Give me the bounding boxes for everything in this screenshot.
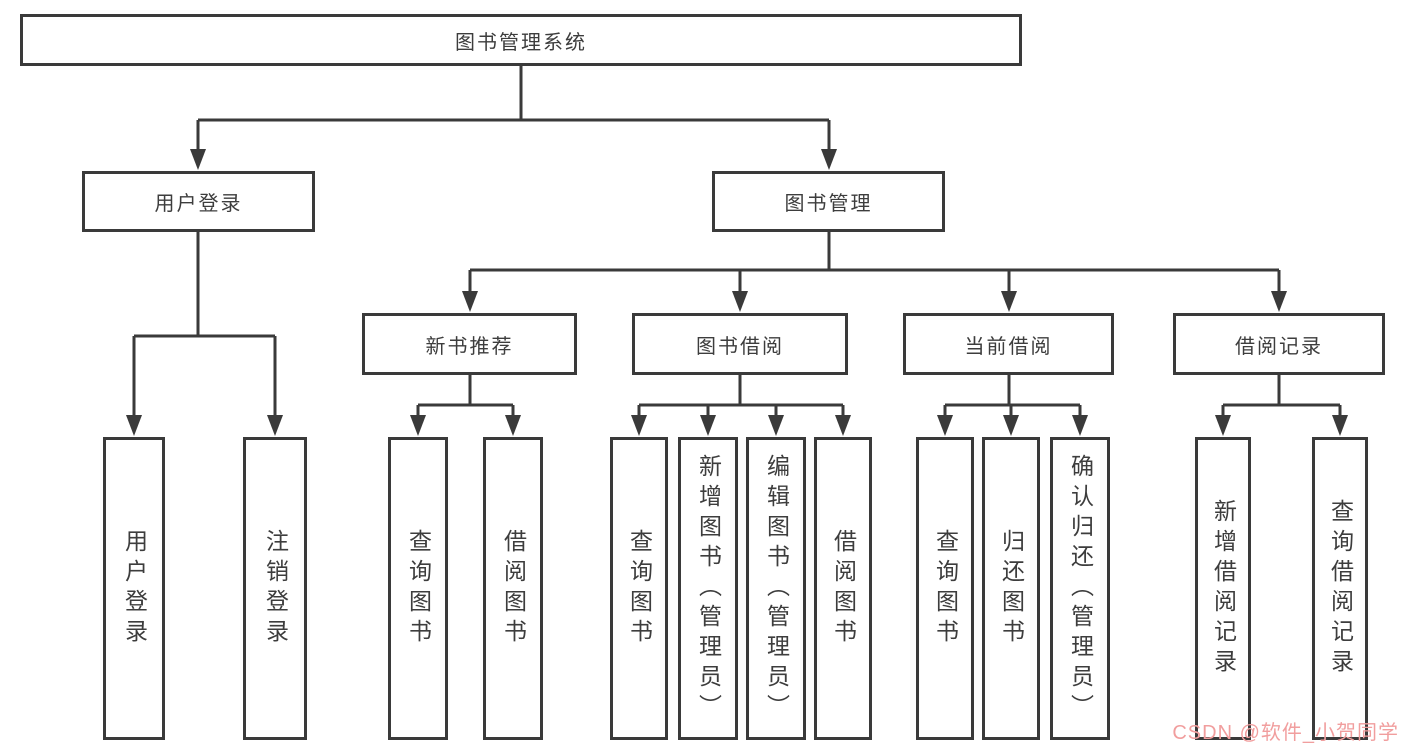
- node-book-management-label: 图书管理: [784, 193, 873, 215]
- leaf-borrow-books: 借阅图书: [814, 437, 872, 740]
- leaf-confirm-return-admin: 确认归还（管理员）: [1050, 437, 1110, 740]
- leaf-return-books: 归还图书: [982, 437, 1040, 740]
- leaf-query-books-borrow-label: 查询图书: [626, 528, 653, 649]
- node-book-borrow: 图书借阅: [632, 313, 848, 375]
- node-current-borrow: 当前借阅: [903, 313, 1114, 375]
- leaf-borrow-books-recommend-label: 借阅图书: [500, 528, 527, 649]
- leaf-borrow-books-recommend: 借阅图书: [483, 437, 543, 740]
- node-book-management: 图书管理: [712, 171, 945, 232]
- leaf-edit-books-admin-label: 编辑图书（管理员）: [763, 453, 790, 724]
- node-new-book-recommend-label: 新书推荐: [425, 335, 514, 358]
- leaf-add-books-admin: 新增图书（管理员）: [678, 437, 738, 740]
- node-root-system-label: 图书管理系统: [455, 31, 587, 54]
- node-current-borrow-label: 当前借阅: [964, 335, 1053, 358]
- leaf-add-borrow-record: 新增借阅记录: [1195, 437, 1251, 740]
- leaf-logout-action: 注销登录: [243, 437, 307, 740]
- leaf-user-login-action-label: 用户登录: [121, 528, 148, 649]
- leaf-query-books-recommend-label: 查询图书: [405, 528, 432, 649]
- node-user-login-label: 用户登录: [154, 193, 243, 215]
- leaf-add-books-admin-label: 新增图书（管理员）: [695, 453, 722, 724]
- leaf-query-books-current: 查询图书: [916, 437, 974, 740]
- node-user-login: 用户登录: [82, 171, 315, 232]
- node-new-book-recommend: 新书推荐: [362, 313, 577, 375]
- node-root-system: 图书管理系统: [20, 14, 1022, 66]
- node-borrow-records: 借阅记录: [1173, 313, 1385, 375]
- leaf-edit-books-admin: 编辑图书（管理员）: [746, 437, 806, 740]
- node-borrow-records-label: 借阅记录: [1235, 335, 1323, 358]
- leaf-user-login-action: 用户登录: [103, 437, 165, 740]
- leaf-add-borrow-record-label: 新增借阅记录: [1210, 498, 1237, 679]
- leaf-confirm-return-admin-label: 确认归还（管理员）: [1067, 453, 1094, 724]
- leaf-query-books-borrow: 查询图书: [610, 437, 668, 740]
- leaf-borrow-books-label: 借阅图书: [830, 528, 857, 649]
- leaf-logout-action-label: 注销登录: [262, 528, 289, 649]
- leaf-query-borrow-record-label: 查询借阅记录: [1327, 498, 1354, 679]
- leaf-query-books-recommend: 查询图书: [388, 437, 448, 740]
- csdn-watermark: CSDN @软件_小贺同学: [1172, 722, 1399, 744]
- node-book-borrow-label: 图书借阅: [696, 335, 784, 358]
- leaf-query-books-current-label: 查询图书: [932, 528, 959, 649]
- leaf-return-books-label: 归还图书: [998, 528, 1025, 649]
- leaf-query-borrow-record: 查询借阅记录: [1312, 437, 1368, 740]
